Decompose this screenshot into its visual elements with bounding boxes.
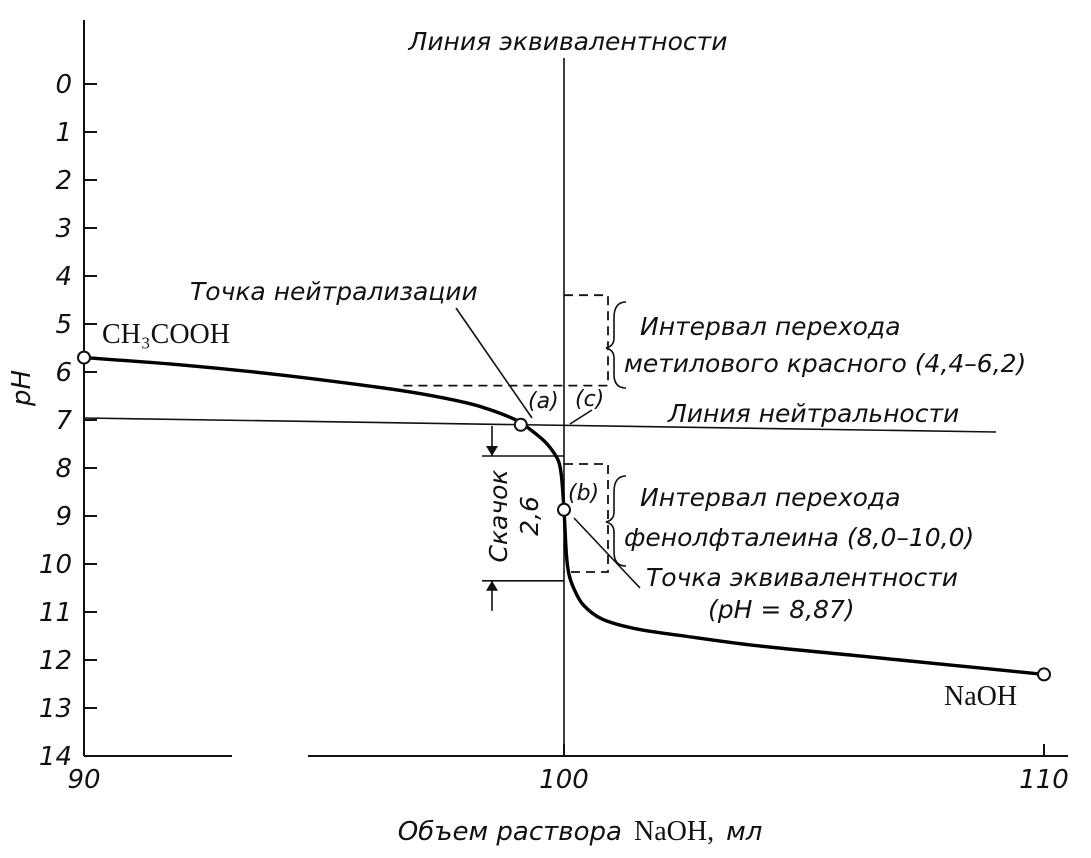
- equivalence-leader: [573, 517, 641, 589]
- y-tick-label: 1: [55, 118, 72, 148]
- point-c-label: (c): [575, 387, 604, 412]
- x-ticks: 90 100 110: [67, 744, 1069, 795]
- y-tick-label: 11: [39, 598, 72, 628]
- neutralization-leader: [455, 307, 533, 419]
- y-tick-label: 9: [55, 502, 72, 532]
- data-point-marker: [1037, 667, 1051, 682]
- y-tick-label: 5: [55, 310, 72, 340]
- x-tick-label: 90: [67, 765, 100, 795]
- y-tick-label: 2: [55, 166, 72, 196]
- equivalence-line-label: Линия эквивалентности: [408, 27, 728, 56]
- data-point-marker: [77, 350, 91, 365]
- acid-formula-label: CH₃COOH: [102, 319, 230, 350]
- y-tick-label: 12: [39, 646, 72, 676]
- x-axis-title-prefix: Объем раствора: [398, 817, 622, 847]
- y-tick-label: 4: [55, 262, 72, 292]
- y-tick-label: 14: [39, 742, 72, 772]
- y-tick-label: 0: [55, 70, 72, 100]
- phenolphthalein-brace: [605, 475, 627, 567]
- leader-lines: [455, 307, 641, 589]
- data-point-marker: [513, 417, 528, 432]
- axes: [83, 20, 1068, 757]
- x-tick-label: 110: [1019, 765, 1069, 795]
- y-tick-label: 8: [55, 454, 72, 484]
- jump-value-label: 2,6: [515, 496, 544, 536]
- y-tick-label: 13: [39, 694, 72, 724]
- point-b-label: (b): [568, 481, 599, 506]
- data-point-marker: [557, 502, 571, 517]
- methyl-red-interval-label-2: метилового красного (4,4–6,2): [624, 349, 1026, 378]
- phenolphthalein-interval: [564, 463, 609, 573]
- y-tick-label: 3: [55, 214, 72, 244]
- y-tick-label: 7: [55, 406, 72, 436]
- neutrality-line-label: Линия нейтральности: [667, 399, 959, 428]
- phenolphthalein-interval-label-2: фенолфталеина (8,0–10,0): [624, 523, 974, 552]
- x-axis-title: Объем раствора NaOH, мл: [398, 816, 763, 847]
- data-markers: [77, 350, 1051, 682]
- jump-arrowhead-bottom: [486, 580, 498, 591]
- y-tick-label: 10: [39, 550, 72, 580]
- x-tick-label: 100: [539, 765, 589, 795]
- y-axis-title: pH: [7, 370, 37, 407]
- methyl-red-interval: [400, 294, 609, 387]
- neutralization-point-label: Точка нейтрализации: [190, 277, 478, 306]
- phenolphthalein-interval-label-1: Интервал перехода: [640, 483, 901, 512]
- jump-arrowhead-top: [486, 446, 498, 456]
- reference-lines: [83, 58, 997, 756]
- x-axis-title-reagent: NaOH,: [634, 816, 714, 847]
- equivalence-ph-label: (pH = 8,87): [708, 595, 855, 624]
- jump-label: Скачок: [484, 469, 513, 562]
- methyl-red-interval-label-1: Интервал перехода: [640, 312, 901, 341]
- x-axis-title-unit: мл: [726, 817, 762, 847]
- base-formula-label: NaOH: [944, 681, 1017, 712]
- methyl-red-brace: [605, 301, 627, 389]
- y-tick-label: 6: [55, 358, 72, 388]
- neutrality-line: [83, 417, 997, 433]
- equivalence-point-label: Точка эквивалентности: [646, 563, 958, 592]
- series-line: [82, 355, 1046, 677]
- point-a-label: (a): [528, 389, 559, 414]
- c-leader: [569, 409, 593, 425]
